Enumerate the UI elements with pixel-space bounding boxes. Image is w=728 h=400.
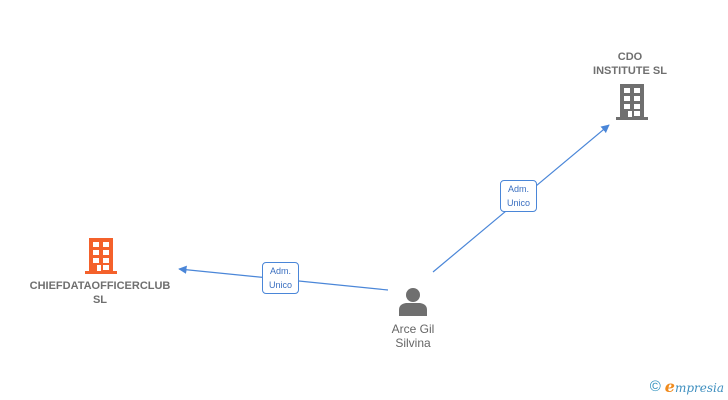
- role-line2: Unico: [507, 198, 531, 208]
- person-node-label[interactable]: Arce Gil Silvina: [363, 322, 463, 350]
- company-name-line1: CHIEFDATAOFFICERCLUB: [29, 280, 171, 292]
- empresia-watermark: © empresia: [650, 377, 724, 396]
- company-node-chief-label[interactable]: CHIEFDATAOFFICERCLUB SL: [0, 279, 200, 307]
- company-name-line2: SL: [92, 294, 108, 306]
- brand-e: e: [664, 377, 675, 396]
- role-line2: Unico: [269, 280, 293, 290]
- company-node-cdo-label[interactable]: CDO INSTITUTE SL: [570, 50, 690, 78]
- person-icon[interactable]: [398, 286, 428, 316]
- role-line1: Adm.: [270, 266, 292, 276]
- person-name-line2: Silvina: [395, 336, 431, 350]
- role-badge-chief[interactable]: Adm. Unico: [262, 262, 300, 294]
- company-name-line1: CDO: [617, 51, 643, 63]
- building-icon[interactable]: [85, 238, 117, 274]
- brand-logo: empresia: [665, 377, 724, 396]
- copyright-icon: ©: [649, 378, 661, 395]
- building-icon[interactable]: [616, 84, 648, 120]
- role-badge-cdo[interactable]: Adm. Unico: [500, 180, 538, 212]
- person-name-line1: Arce Gil: [391, 322, 435, 336]
- role-line1: Adm.: [508, 184, 530, 194]
- brand-rest: mpresia: [674, 381, 724, 395]
- company-name-line2: INSTITUTE SL: [593, 65, 667, 77]
